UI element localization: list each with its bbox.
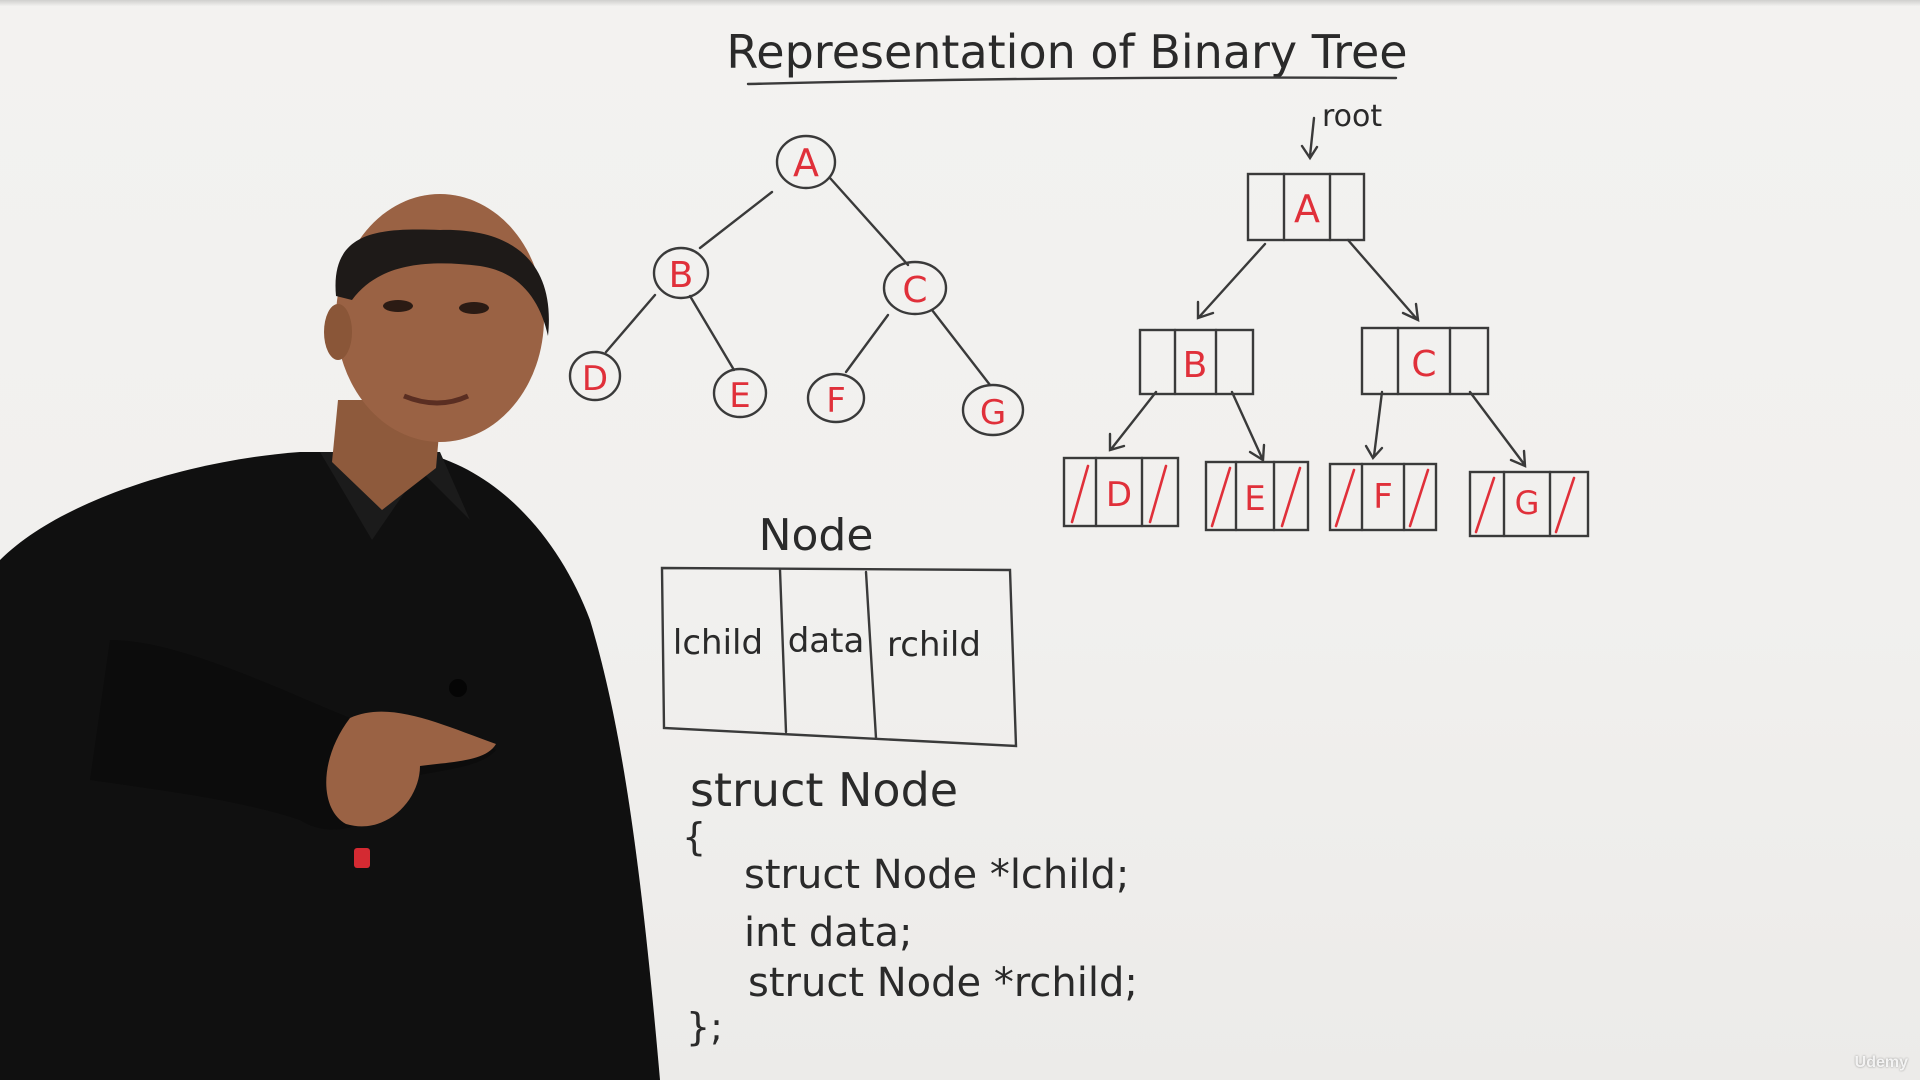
board-frame-top: [0, 0, 1920, 6]
code-line-6: };: [686, 1005, 723, 1049]
pointer-arrow: [1468, 390, 1527, 468]
node-field-rchild: rchild: [887, 625, 981, 665]
root-label: root: [1322, 99, 1382, 134]
red-marker-icon: [354, 848, 370, 868]
presenter-eye: [459, 302, 489, 314]
pointer-arrow: [1346, 238, 1420, 323]
pointer-arrow: [1364, 390, 1384, 461]
linked-node-a: A: [1246, 172, 1366, 242]
presenter-mouth: [403, 393, 470, 406]
tree-node-g: G: [961, 383, 1025, 437]
presenter-hair: [335, 229, 549, 336]
svg-text:C: C: [1411, 344, 1436, 385]
svg-text:G: G: [980, 393, 1006, 433]
tree-node-a: A: [775, 134, 837, 190]
code-line-3: struct Node *lchild;: [744, 852, 1129, 898]
node-field-lchild: lchild: [673, 623, 763, 663]
linked-node-f: F: [1328, 462, 1438, 532]
microphone-icon: [449, 679, 467, 697]
code-line-4: int data;: [744, 910, 912, 956]
board-title: Representation of Binary Tree: [726, 25, 1407, 79]
tree-node-d: D: [568, 350, 622, 402]
title-underline: [746, 76, 1398, 86]
pointer-arrow: [1108, 390, 1158, 452]
tree-node-f: F: [806, 372, 866, 424]
linked-node-d: D: [1062, 456, 1180, 528]
tree-edge: [930, 308, 992, 387]
presenter-figure: [0, 194, 660, 1080]
tree-edge: [844, 313, 890, 374]
node-field-data: data: [788, 621, 865, 661]
linked-node-b: B: [1138, 328, 1255, 396]
node-divider: [778, 568, 788, 734]
svg-text:G: G: [1515, 484, 1540, 522]
struct-code: struct Node { struct Node *lchild; int d…: [682, 763, 1138, 1049]
tree-edge: [828, 176, 910, 267]
node-divider: [864, 570, 878, 740]
svg-text:C: C: [902, 270, 927, 311]
svg-text:E: E: [1244, 479, 1265, 519]
svg-text:A: A: [793, 141, 819, 185]
code-line-5: struct Node *rchild;: [748, 960, 1138, 1006]
linked-tree-diagram: root A B C: [1062, 99, 1590, 538]
svg-text:D: D: [1106, 475, 1132, 515]
linked-node-c: C: [1360, 326, 1490, 396]
svg-text:B: B: [669, 255, 694, 296]
svg-text:E: E: [729, 376, 750, 416]
node-box: [660, 566, 1018, 748]
svg-text:A: A: [1294, 187, 1320, 231]
root-pointer-arrow: [1300, 116, 1319, 161]
tree-node-c: C: [882, 260, 948, 316]
svg-text:D: D: [582, 359, 608, 399]
svg-text:F: F: [826, 381, 846, 421]
svg-text:F: F: [1373, 477, 1393, 517]
tree-node-e: E: [712, 367, 768, 419]
tree-node-b: B: [652, 246, 710, 300]
pointer-arrow: [1196, 242, 1267, 320]
presenter-ear: [324, 304, 352, 360]
pointer-arrow: [1230, 390, 1266, 463]
binary-tree-diagram: A B C D E F G: [568, 134, 1025, 437]
udemy-watermark: Udemy: [1854, 1054, 1908, 1071]
code-line-2: {: [682, 815, 706, 859]
tree-edge: [688, 294, 736, 372]
linked-node-e: E: [1204, 460, 1310, 532]
presenter-hand: [326, 711, 496, 827]
node-structure-diagram: Node lchild data rchild: [660, 510, 1018, 748]
linked-node-g: G: [1468, 470, 1590, 538]
presenter-eye: [383, 300, 413, 312]
svg-text:B: B: [1183, 345, 1208, 386]
tree-edge: [604, 293, 657, 354]
tree-edge: [698, 190, 774, 250]
node-heading: Node: [759, 510, 874, 561]
code-line-1: struct Node: [690, 763, 958, 817]
